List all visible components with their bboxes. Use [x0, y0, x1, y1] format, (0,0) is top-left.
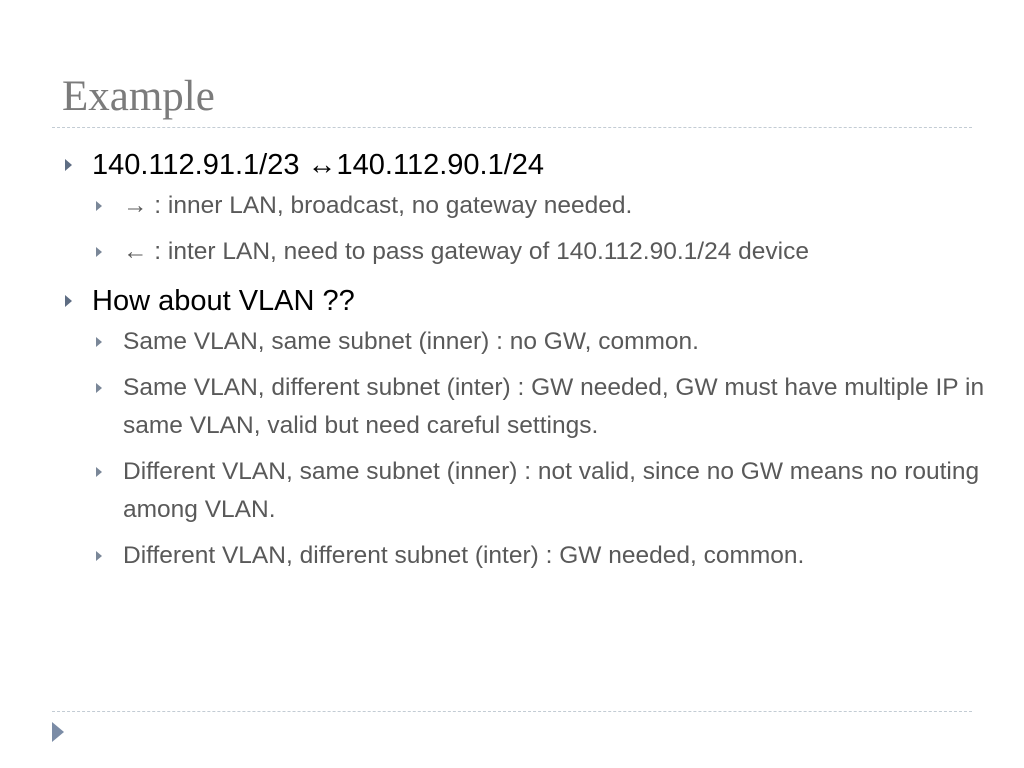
sub-bullet-list: Same VLAN, same subnet (inner) : no GW, …	[62, 323, 1002, 575]
sub-bullet-text: Different VLAN, different subnet (inter)…	[123, 542, 805, 569]
bullet-text: 140.112.91.1/23 ↔140.112.90.1/24	[92, 149, 545, 181]
sub-bullet-text: Same VLAN, different subnet (inter) : GW…	[123, 374, 985, 439]
title-divider	[52, 127, 972, 128]
sub-bullet-text: Same VLAN, same subnet (inner) : no GW, …	[123, 328, 699, 355]
triangle-right-icon	[96, 383, 102, 393]
triangle-right-icon	[96, 551, 102, 561]
sub-bullet-inner-lan: → : inner LAN, broadcast, no gateway nee…	[62, 187, 1002, 225]
sub-bullet-text: ← : inter LAN, need to pass gateway of 1…	[123, 238, 809, 265]
bullet-vlan-question: How about VLAN ??	[62, 279, 1002, 323]
slide-body: 140.112.91.1/23 ↔140.112.90.1/24 → : inn…	[62, 143, 1002, 583]
sub-bullet-diff-vlan-same-subnet: Different VLAN, same subnet (inner) : no…	[62, 453, 1002, 529]
sub-bullet-text: Different VLAN, same subnet (inner) : no…	[123, 458, 980, 523]
sub-bullet-same-vlan-diff-subnet: Same VLAN, different subnet (inter) : GW…	[62, 369, 1002, 445]
sub-bullet-text: → : inner LAN, broadcast, no gateway nee…	[123, 192, 633, 219]
triangle-right-icon	[65, 295, 72, 307]
bullet-text: How about VLAN ??	[92, 285, 355, 317]
footer-divider	[52, 711, 972, 712]
sub-bullet-diff-vlan-diff-subnet: Different VLAN, different subnet (inter)…	[62, 537, 1002, 575]
bullet-subnet-example: 140.112.91.1/23 ↔140.112.90.1/24	[62, 143, 1002, 187]
triangle-right-icon	[96, 467, 102, 477]
triangle-right-icon	[96, 247, 102, 257]
sub-bullet-same-vlan-same-subnet: Same VLAN, same subnet (inner) : no GW, …	[62, 323, 1002, 361]
triangle-right-icon	[96, 201, 102, 211]
sub-bullet-list: → : inner LAN, broadcast, no gateway nee…	[62, 187, 1002, 271]
triangle-right-icon	[65, 159, 72, 171]
sub-bullet-inter-lan: ← : inter LAN, need to pass gateway of 1…	[62, 233, 1002, 271]
play-arrow-icon[interactable]	[52, 722, 64, 742]
slide-title: Example	[62, 73, 215, 120]
triangle-right-icon	[96, 337, 102, 347]
